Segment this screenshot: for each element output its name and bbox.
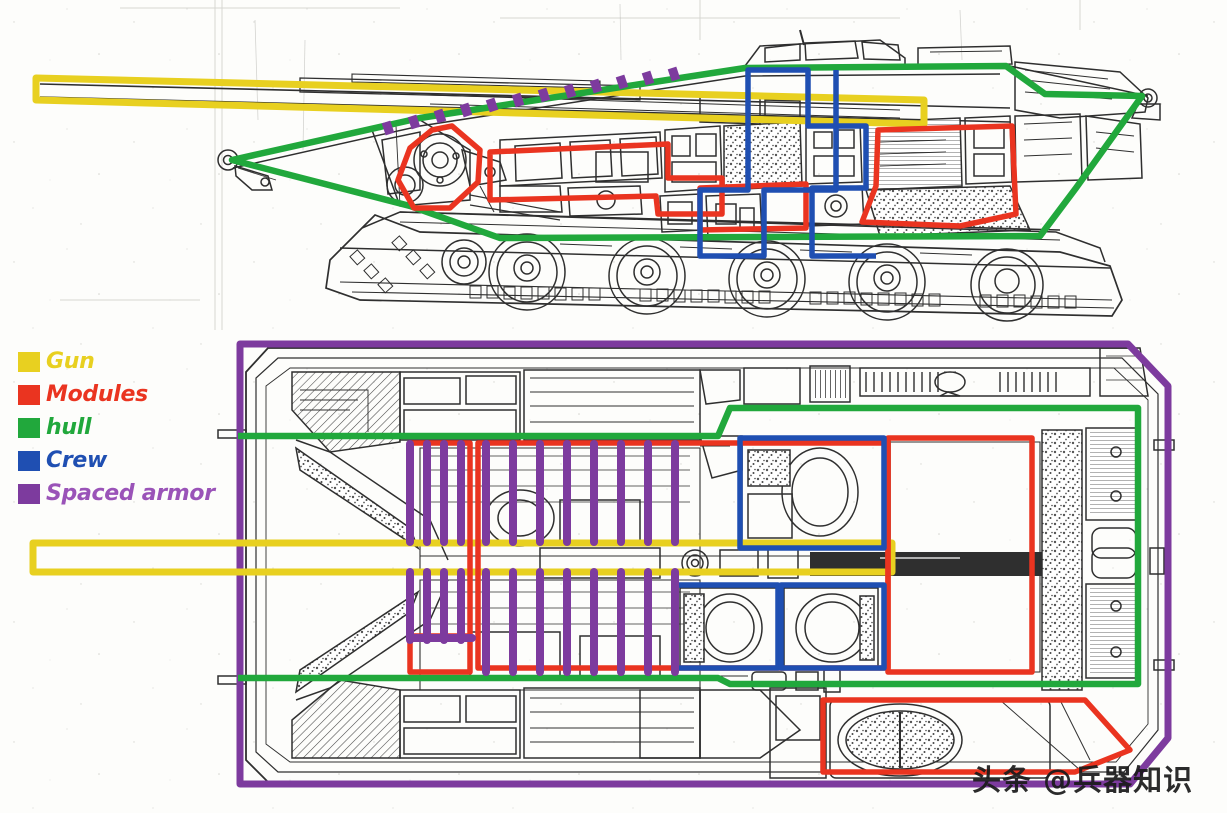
side-hull-outline-group: [228, 62, 1146, 242]
legend-swatch-modules: [18, 384, 40, 405]
top-crew-seat-commander: [737, 435, 887, 551]
top-spaced-armor-outline: [236, 340, 1172, 788]
top-gun-outline: [29, 539, 896, 576]
legend-swatch-spaced-armor: [18, 483, 40, 504]
top-module-rear-stowage: [820, 697, 1133, 775]
side-hull-outline: [228, 62, 1146, 242]
legend: Gun Modules hull Crew Spaced armor: [18, 345, 248, 510]
legend-label-modules: Modules: [46, 381, 148, 407]
side-module-final-drive: [395, 123, 483, 211]
side-gun-outline: [32, 74, 928, 128]
legend-item-hull: hull: [18, 411, 248, 444]
legend-swatch-gun: [18, 351, 40, 372]
legend-label-spaced-armor: Spaced armor: [46, 480, 215, 506]
side-module-outlines: [395, 123, 1019, 233]
top-hull-outline-group: [238, 404, 1142, 688]
side-crew-station-gunner: [809, 70, 876, 259]
side-crew-outlines: [697, 67, 876, 259]
legend-item-gun: Gun: [18, 345, 248, 378]
legend-label-hull: hull: [46, 414, 92, 440]
top-gun-outline-group: [29, 539, 896, 576]
side-module-transmission: [487, 141, 725, 217]
legend-swatch-crew: [18, 450, 40, 471]
side-gun-outline-group: [32, 74, 928, 128]
legend-swatch-hull: [18, 417, 40, 438]
side-crew-station-commander: [697, 67, 839, 259]
top-view-group: [217, 347, 1175, 783]
side-view-group: [39, 29, 1161, 322]
top-module-turret-bustle: [885, 435, 1035, 675]
top-crew-seat-gunner: [778, 582, 887, 671]
legend-item-spaced-armor: Spaced armor: [18, 477, 248, 510]
top-hull-outline: [238, 404, 1142, 688]
side-module-engine: [859, 123, 1019, 229]
legend-label-crew: Crew: [46, 447, 108, 473]
legend-item-modules: Modules: [18, 378, 248, 411]
side-spaced-armor-dashes: [381, 66, 681, 136]
legend-label-gun: Gun: [46, 348, 95, 374]
watermark: 头条 @兵器知识: [972, 763, 1194, 797]
top-spaced-armor-bars: [406, 440, 679, 676]
top-spaced-armor-outline-group: [236, 340, 1172, 788]
legend-item-crew: Crew: [18, 444, 248, 477]
